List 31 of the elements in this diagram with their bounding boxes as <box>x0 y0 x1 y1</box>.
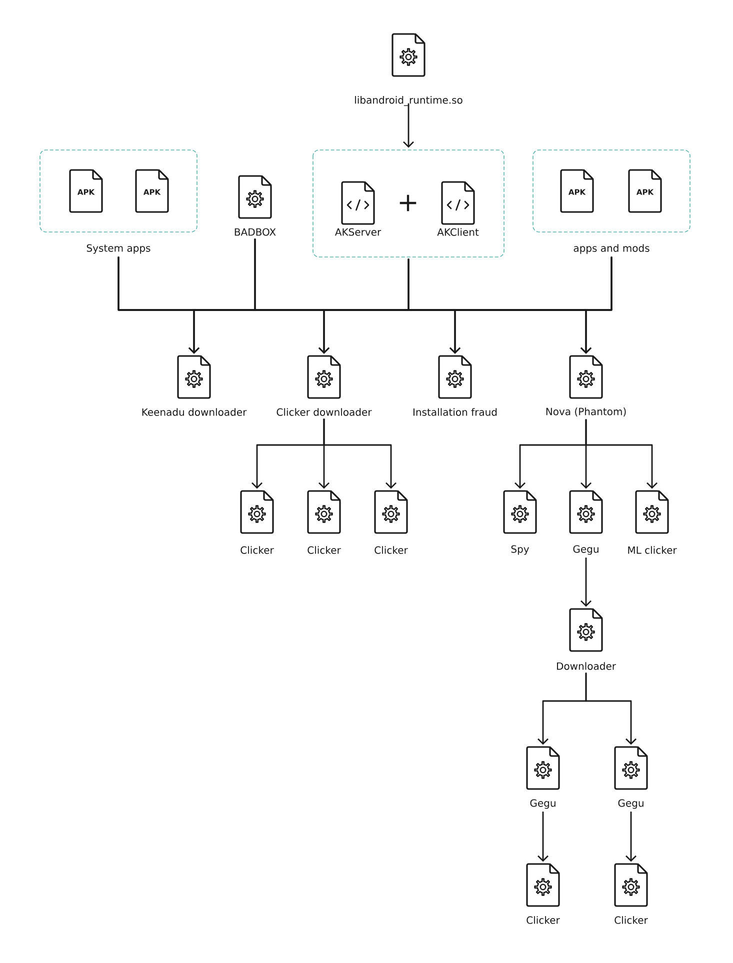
node-label: Clicker <box>526 916 560 924</box>
node-label: Nova (Phantom) <box>546 408 626 416</box>
arrow <box>538 811 548 862</box>
node-label: BADBOX <box>234 228 276 236</box>
arrow <box>323 418 396 489</box>
dashed-group-box <box>312 150 504 258</box>
node-label: Keenadu downloader <box>142 408 247 416</box>
node-label: Clicker <box>240 546 274 554</box>
node-label: Gegu <box>573 545 598 555</box>
node-label: ML clicker <box>628 546 677 554</box>
node-label: Clicker <box>374 546 408 554</box>
node-label: AKClient <box>437 228 479 236</box>
node-label: Clicker downloader <box>276 408 372 416</box>
arrow <box>580 557 592 607</box>
arrow <box>580 256 612 354</box>
node-label: Gegu <box>530 799 556 809</box>
node-label: AKServer <box>334 228 382 236</box>
node-label: libandroid_runtime.so <box>355 96 462 106</box>
arrow <box>403 103 414 148</box>
group-label: apps and mods <box>574 244 650 254</box>
node-label: Clicker <box>614 916 648 924</box>
node-label: Installation fraud <box>414 408 497 416</box>
group-label: System apps <box>86 244 150 254</box>
arrow <box>585 672 636 745</box>
arrow <box>585 419 658 489</box>
plus-sign: + <box>400 194 416 212</box>
node-label: Gegu <box>618 799 644 809</box>
node-label: Clicker <box>308 546 341 554</box>
node-label: Downloader <box>557 662 616 670</box>
node-label: Spy <box>511 545 530 555</box>
arrow <box>626 811 636 862</box>
